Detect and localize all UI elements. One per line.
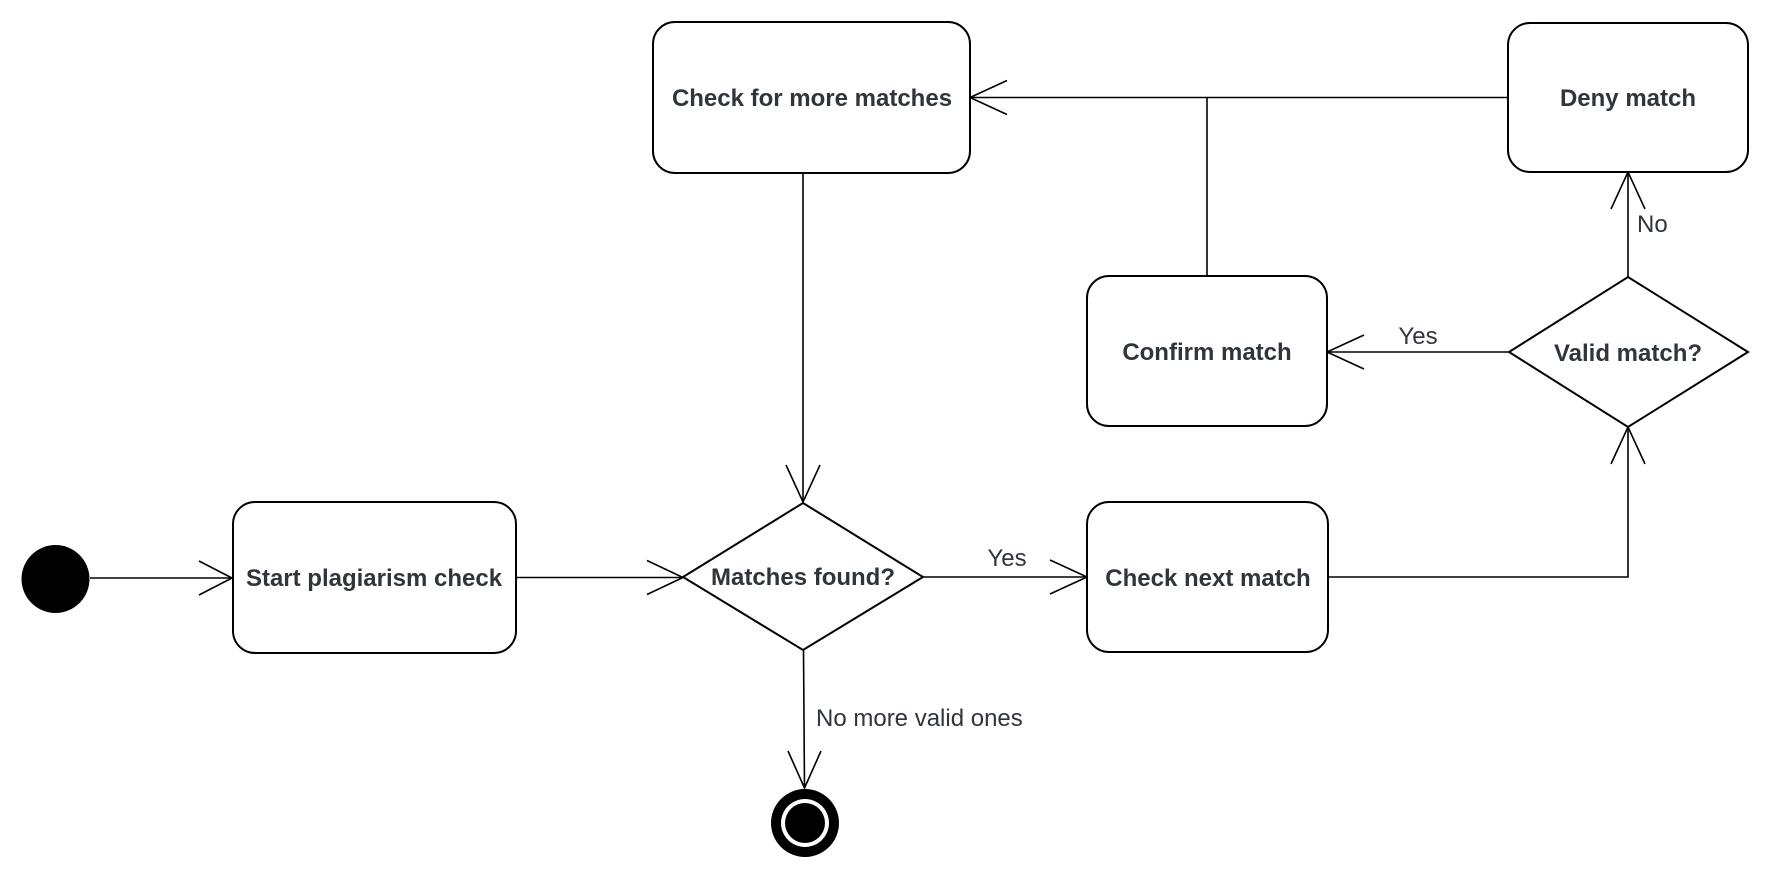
decision-matches-found-label: Matches found? (711, 564, 895, 591)
edge-group (90, 79, 1646, 790)
action-start-plagiarism-check (232, 501, 517, 654)
action-start-plagiarism-check-label: Start plagiarism check (246, 565, 503, 592)
action-deny-match (1507, 22, 1749, 173)
decision-valid-match (1507, 275, 1750, 429)
action-check-for-more-matches-label: Check for more matches (672, 85, 952, 112)
initial-node (21, 545, 90, 613)
label-group: Start plagiarism check Matches found? Ch… (246, 85, 1702, 732)
decision-matches-found (681, 501, 925, 652)
edge-label-matches-found-yes: Yes (987, 545, 1026, 572)
action-check-next-match-label: Check next match (1105, 565, 1310, 592)
edge-label-valid-match-no: No (1637, 211, 1668, 238)
arrowhead-into-final (787, 750, 822, 790)
action-check-for-more-matches (652, 21, 971, 174)
edge-label-valid-match-yes: Yes (1398, 323, 1437, 350)
action-check-next-match (1086, 501, 1329, 653)
decision-valid-match-label: Valid match? (1554, 340, 1702, 367)
action-deny-match-label: Deny match (1560, 85, 1696, 112)
edge-matches-found-to-final (802, 649, 806, 789)
action-confirm-match (1086, 275, 1328, 427)
node-group (21, 21, 1750, 857)
edge-label-no-more-valid-ones: No more valid ones (816, 705, 1023, 732)
final-node (771, 789, 839, 857)
action-confirm-match-label: Confirm match (1122, 339, 1291, 366)
edge-check-next-to-valid-match (1328, 427, 1629, 578)
